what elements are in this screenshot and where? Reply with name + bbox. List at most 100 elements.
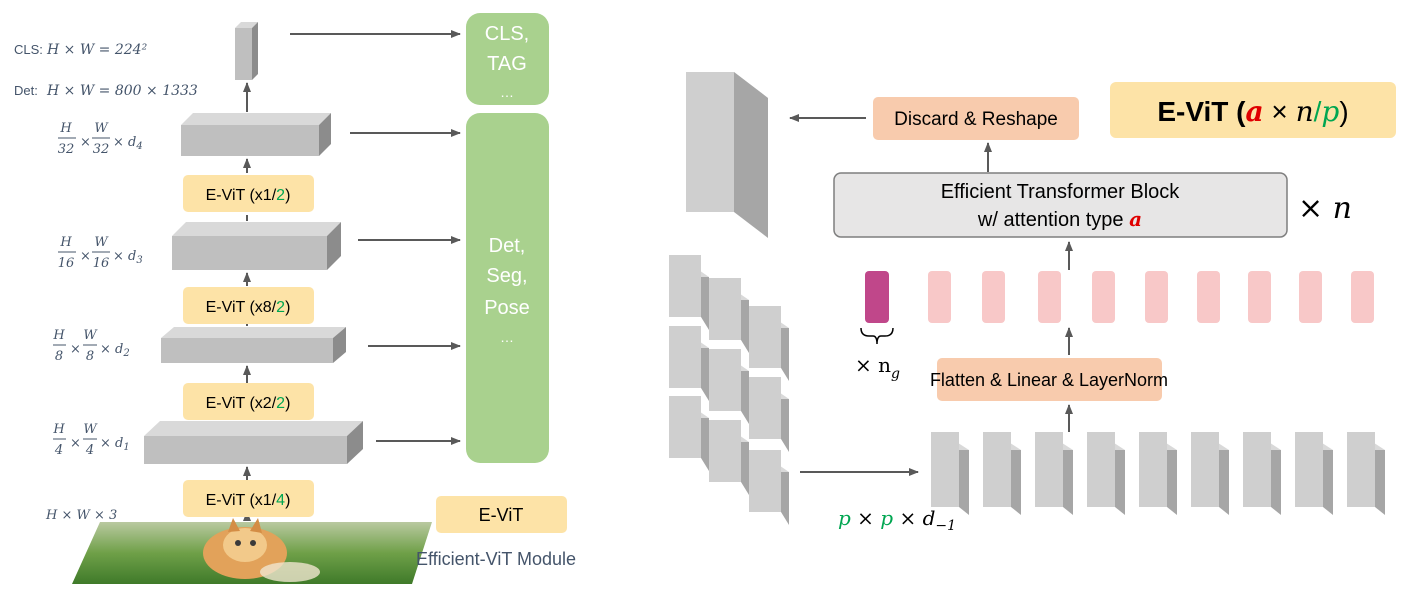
input-image xyxy=(72,518,432,584)
dim-sub: 3 xyxy=(136,255,142,266)
patch-dim-sub: −1 xyxy=(935,518,956,534)
task-head-cls: CLS, TAG … xyxy=(466,13,549,105)
evit-block-suffix: ) xyxy=(285,299,290,316)
transformer-line2: w/ attention type a xyxy=(977,207,1142,231)
dim-den: 16 xyxy=(58,256,75,271)
evit-block-suffix: ) xyxy=(285,187,290,204)
input-dim-label: H × W × 3 xyxy=(45,508,117,523)
legend-caption: Efficient-ViT Module xyxy=(416,549,576,569)
patch-tile xyxy=(669,255,709,330)
svg-text:× d2: × d2 xyxy=(100,342,130,359)
stage-dim-1: H 4 × W 4 × d1 xyxy=(52,422,129,458)
evit-block-prefix: E-ViT (x1/ xyxy=(206,187,277,204)
dim-sub: 1 xyxy=(123,442,129,453)
svg-text:E-ViT (x1/4): E-ViT (x1/4) xyxy=(206,492,291,509)
patch-tile xyxy=(709,420,749,495)
feature-block-stage1 xyxy=(144,421,363,464)
patch-dim-t2: × d xyxy=(893,506,935,530)
det-prefix: Det: xyxy=(14,83,38,98)
patch xyxy=(1243,432,1281,515)
svg-text:E-ViT (x1/2): E-ViT (x1/2) xyxy=(206,187,291,204)
patch xyxy=(1035,432,1073,515)
group-label: × ng xyxy=(855,353,900,382)
patch xyxy=(1087,432,1125,515)
task-dense-line4: … xyxy=(500,329,514,345)
up-arrows xyxy=(984,142,1073,432)
evit-block-ratio: 4 xyxy=(276,492,285,509)
dim-den2: 32 xyxy=(93,142,110,157)
token xyxy=(928,271,951,323)
patch-tile xyxy=(749,450,789,525)
svg-text:E-ViT (x2/2): E-ViT (x2/2) xyxy=(206,395,291,412)
evit-block-suffix: ) xyxy=(285,492,290,509)
svg-text:E-ViT (x8/2): E-ViT (x8/2) xyxy=(206,299,291,316)
legend-box-label: E-ViT xyxy=(479,505,524,525)
token xyxy=(1197,271,1220,323)
dim-den: 4 xyxy=(54,443,63,458)
token xyxy=(1299,271,1322,323)
feature-block-stage3 xyxy=(172,222,341,270)
dim-num: H xyxy=(52,422,65,437)
group-sub: g xyxy=(891,366,900,382)
flatten-box: Flatten & Linear & LayerNorm xyxy=(930,358,1168,401)
patch xyxy=(1295,432,1333,515)
task-cls-line2: TAG xyxy=(487,53,527,75)
patch-grid xyxy=(669,255,789,525)
task-dense-line2: Seg, xyxy=(486,265,527,287)
attention-type-a: a xyxy=(1129,207,1142,231)
det-formula: H × W = 800 × 1333 xyxy=(46,83,198,99)
dim-den2: 8 xyxy=(86,349,94,364)
dim-num: H xyxy=(59,121,72,136)
evit-block-suffix: ) xyxy=(285,395,290,412)
transformer-line1: Efficient Transformer Block xyxy=(941,181,1181,203)
task-head-dense: Det, Seg, Pose … xyxy=(466,113,549,463)
task-dense-line3: Pose xyxy=(484,297,530,319)
patch-dim-t1: × xyxy=(851,506,880,530)
dim-den2: 4 xyxy=(85,443,94,458)
patch-tile xyxy=(709,278,749,353)
task-cls-line3: … xyxy=(500,84,514,100)
token xyxy=(1248,271,1271,323)
discard-box: Discard & Reshape xyxy=(873,97,1079,140)
patch-tile xyxy=(669,326,709,401)
dim-d: d xyxy=(115,436,123,451)
discard-label: Discard & Reshape xyxy=(894,109,1058,130)
evit-block-prefix: E-ViT (x8/ xyxy=(206,299,277,316)
group-token xyxy=(865,271,889,323)
repeat-label: × n xyxy=(1298,191,1352,226)
group-brace: × ng xyxy=(855,327,900,382)
cls-formula: H × W = 224² xyxy=(46,42,148,58)
svg-text:× d1: × d1 xyxy=(100,436,130,453)
patch-tile xyxy=(749,377,789,452)
evit-block-stage1: E-ViT (x1/4) xyxy=(183,480,314,517)
dim-num2: W xyxy=(83,328,98,343)
stage-dim-3: H 16 × W 16 × d3 xyxy=(58,235,143,271)
transformer-block: Efficient Transformer Block w/ attention… xyxy=(833,172,1288,238)
patch-dim-p2: p xyxy=(880,506,893,530)
stage-dim-labels: H 32 × W 32 × d4 H 16 × W 16 × d3 H 8 × … xyxy=(45,121,143,523)
stage-dim-4: H 32 × W 32 × d4 xyxy=(58,121,143,157)
dim-d: d xyxy=(128,135,136,150)
output-feature-map xyxy=(686,72,768,238)
evit-block-prefix: E-ViT (x1/ xyxy=(206,492,277,509)
patch-tile xyxy=(749,306,789,381)
dim-num2: W xyxy=(83,422,98,437)
token-row xyxy=(865,271,1374,323)
dim-sub: 2 xyxy=(122,348,129,359)
patch-dim-p1: p xyxy=(838,506,851,530)
token xyxy=(1038,271,1061,323)
svg-text:× d4: × d4 xyxy=(113,135,143,152)
patch xyxy=(931,432,969,515)
task-arrows xyxy=(290,30,461,445)
dim-num: H xyxy=(59,235,72,250)
evit-block-stage2: E-ViT (x2/2) xyxy=(183,383,314,420)
token xyxy=(982,271,1005,323)
token xyxy=(1092,271,1115,323)
patch xyxy=(983,432,1021,515)
token xyxy=(1145,271,1168,323)
evit-title-box: E-ViT (a × n/p) xyxy=(1110,82,1396,138)
patch-row xyxy=(931,432,1385,515)
evit-legend: E-ViT Efficient-ViT Module xyxy=(416,496,576,569)
patch xyxy=(1347,432,1385,515)
